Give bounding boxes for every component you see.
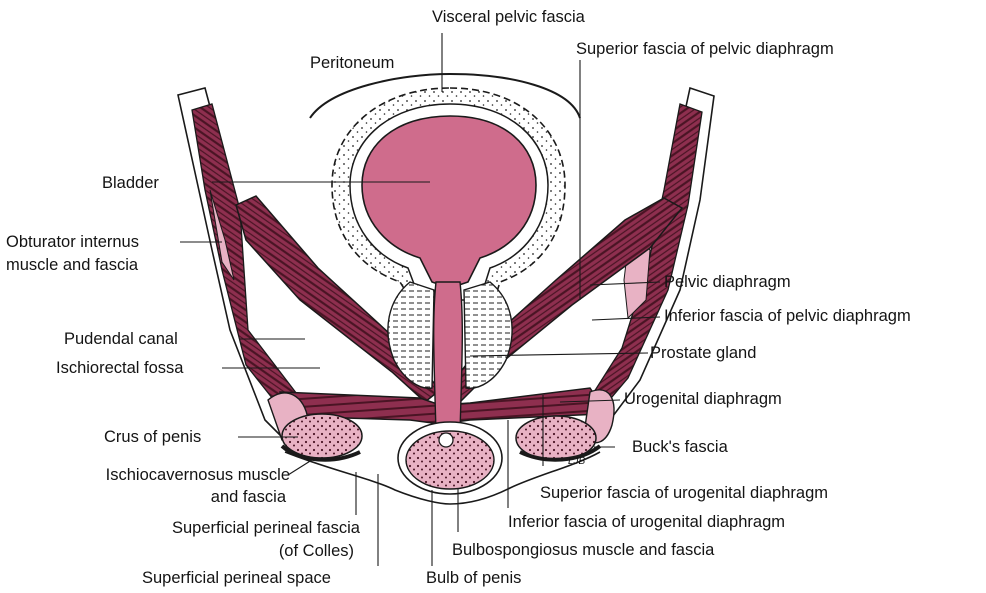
label-pelvic-diaphragm: Pelvic diaphragm	[664, 273, 791, 292]
label-superior-fascia-urogenital-diaphragm: Superior fascia of urogenital diaphragm	[540, 484, 828, 503]
label-urogenital-diaphragm: Urogenital diaphragm	[624, 390, 782, 409]
label-ischiorectal-fossa: Ischiorectal fossa	[56, 359, 183, 378]
label-superficial-perineal-space: Superficial perineal space	[142, 569, 331, 588]
label-bulb-of-penis: Bulb of penis	[426, 569, 521, 588]
artist-signature: LJB	[568, 456, 585, 468]
label-superficial-perineal-fascia-line1: Superficial perineal fascia	[100, 519, 360, 538]
label-peritoneum: Peritoneum	[310, 54, 394, 73]
label-obturator-internus-line2: muscle and fascia	[6, 256, 138, 275]
label-pudendal-canal: Pudendal canal	[64, 330, 178, 349]
label-inferior-fascia-pelvic-diaphragm: Inferior fascia of pelvic diaphragm	[664, 307, 911, 326]
label-prostate-gland: Prostate gland	[650, 344, 756, 363]
label-visceral-pelvic-fascia: Visceral pelvic fascia	[432, 8, 585, 27]
label-superior-fascia-pelvic-diaphragm: Superior fascia of pelvic diaphragm	[576, 40, 834, 59]
label-crus-of-penis: Crus of penis	[104, 428, 201, 447]
label-bladder: Bladder	[102, 174, 159, 193]
prostate-right-lobe	[464, 282, 512, 388]
label-inferior-fascia-urogenital-diaphragm: Inferior fascia of urogenital diaphragm	[508, 513, 785, 532]
label-ischiocavernosus-line1: Ischiocavernosus muscle	[42, 466, 290, 485]
label-ischiocavernosus-line2: and fascia	[42, 488, 286, 507]
left-crus-of-penis	[282, 414, 362, 458]
label-superficial-perineal-fascia-line2: (of Colles)	[100, 542, 354, 561]
label-bulbospongiosus: Bulbospongiosus muscle and fascia	[452, 541, 714, 560]
label-bucks-fascia: Buck's fascia	[632, 438, 728, 457]
urethra-in-bulb	[439, 433, 453, 447]
urethra	[434, 282, 463, 432]
label-obturator-internus-line1: Obturator internus	[6, 233, 139, 252]
